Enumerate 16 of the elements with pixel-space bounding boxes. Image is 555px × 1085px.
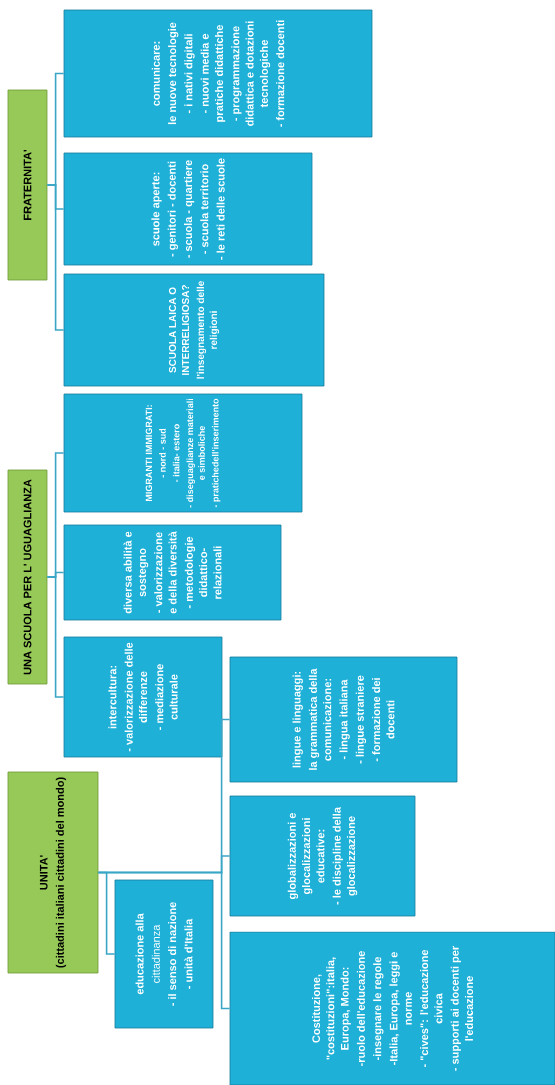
subtopic-box: intercultura: - valorizzazione delle differenze - mediazione culturale [63, 636, 223, 758]
subtopic-box: SCUOLA LAICA O INTERRELIGIOSA? l'insegnamento delle religioni [63, 273, 325, 387]
subtopic-box: globalizzazioni e glocalizzazioni educative: - le discipline della glocalizzazione [229, 795, 416, 917]
topic-box: UNITA' (cittadini italiani cittadini del mondo) [7, 771, 99, 974]
subtopic-box: diversa abilità e sostegno - valorizzazione e della diversità - metodologie didattico-relazionali [63, 524, 282, 621]
subtopic-box: comunicare: le nuove tecnologie - i nativi digitali - nuovi media e pratiche didattiche - programmazione didattica e dotazioni tecnologiche - formazione docenti [63, 9, 373, 138]
subtopic-box: lingue e linguaggi: la grammatica della comunicazione: - lingua italiana - lingue straniere - formazione dei docenti [229, 656, 458, 783]
connector-line [97, 871, 231, 1010]
subtopic-box: Costituzione, "costituzioni":italia, Europa, Mondo: -ruolo dell'educazione -insegnare le regole -Italia, Europa, leggi e norme - "cives": l'educazione civica - supporti ai docenti per l'educazione [229, 931, 555, 1085]
subtopic-box: educazione alla cittadinanza - il senso di nazione - unità d'Italia [114, 879, 214, 1029]
topic-box: UNA SCUOLA PER L' UGUAGLIANZA [7, 469, 48, 685]
connector-line [46, 184, 65, 331]
subtopic-box: scuole aperte: - genitori - docenti - scuola - quartiere - scuola territorio - le reti delle scuole [63, 152, 313, 266]
subtopic-box: MIGRANTI IMMIGRATI: - nord - sud - italia- estero - diseguaglianze materiali e simboliche - pratichedell'inserimento [63, 393, 303, 513]
topic-box: FRATERNITA' [7, 89, 48, 281]
connector-line [46, 576, 65, 698]
